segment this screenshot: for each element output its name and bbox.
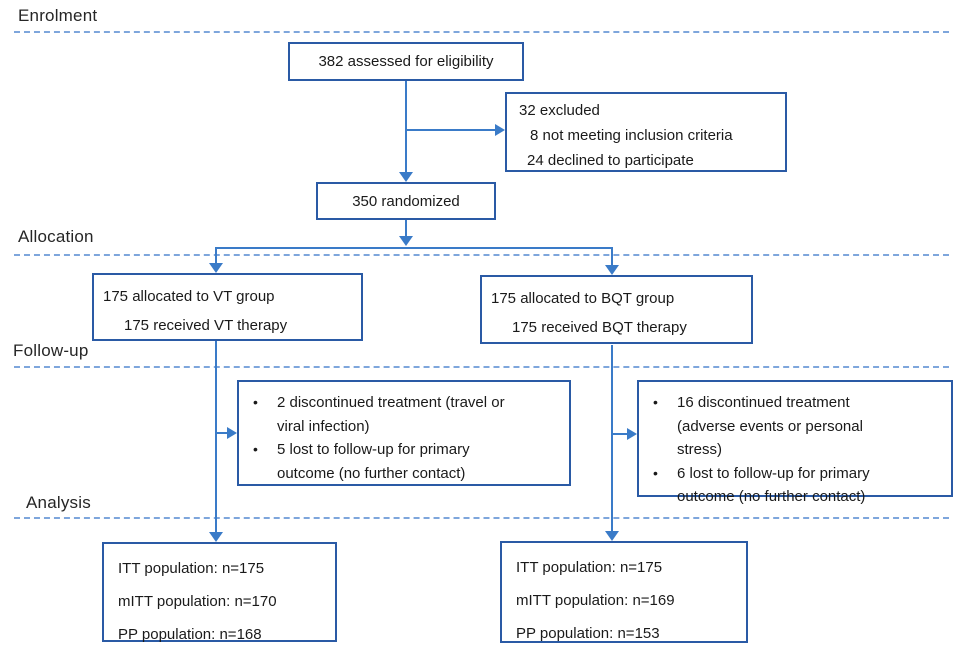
arrow-to-excluded	[406, 129, 495, 131]
excluded-line-1: 32 excluded	[519, 102, 600, 119]
bullet-icon: •	[253, 441, 258, 457]
bqt-allocation-box: 175 allocated to BQT group 175 received …	[480, 275, 753, 344]
bqt-discontinued-text: 16 discontinued treatment (adverse event…	[677, 394, 863, 458]
section-divider-allocation	[14, 254, 949, 256]
vt-followup-item-1: • 2 discontinued treatment (travel or vi…	[253, 391, 563, 438]
bqt-pp-text: PP population: n=153	[516, 625, 660, 642]
section-label-analysis: Analysis	[26, 493, 91, 512]
arrow-vt-to-analysis	[215, 341, 217, 532]
arrowhead-to-vt-analysis	[209, 532, 223, 542]
arrowhead-to-vt-allocation	[209, 263, 223, 273]
arrow-bqt-to-analysis	[611, 345, 613, 531]
bqt-allocated-text: 175 allocated to BQT group	[491, 290, 675, 307]
randomized-text: 350 randomized	[352, 192, 460, 210]
arrow-bqt-to-followup	[612, 433, 628, 435]
bqt-followup-item-1: • 16 discontinued treatment (adverse eve…	[653, 391, 945, 462]
section-divider-followup	[14, 366, 949, 368]
bqt-analysis-box: ITT population: n=175 mITT population: n…	[500, 541, 748, 643]
excluded-line-2: 8 not meeting inclusion criteria	[530, 127, 733, 144]
eligibility-box: 382 assessed for eligibility	[288, 42, 524, 81]
arrowhead-to-vt-followup	[227, 427, 237, 439]
bqt-followup-box: • 16 discontinued treatment (adverse eve…	[637, 380, 953, 505]
bqt-mitt-text: mITT population: n=169	[516, 592, 675, 609]
eligibility-text: 382 assessed for eligibility	[318, 53, 494, 70]
vt-allocated-text: 175 allocated to VT group	[103, 288, 275, 305]
vt-analysis-box: ITT population: n=175 mITT population: n…	[102, 542, 337, 643]
arrowhead-to-randomized	[399, 172, 413, 182]
section-label-allocation: Allocation	[18, 227, 94, 246]
arrowhead-to-bqt-followup	[627, 428, 637, 440]
vt-pp-text: PP population: n=168	[118, 626, 262, 643]
vt-received-text: 175 received VT therapy	[124, 317, 288, 334]
vt-itt-text: ITT population: n=175	[118, 560, 265, 577]
arrowhead-to-bqt-analysis	[605, 531, 619, 541]
arrow-branch-to-vt	[215, 247, 217, 264]
vt-allocation-box: 175 allocated to VT group 175 received V…	[92, 273, 363, 341]
bqt-received-text: 175 received BQT therapy	[512, 319, 687, 336]
arrow-vt-to-followup	[216, 432, 228, 434]
arrowhead-to-branch	[399, 236, 413, 246]
bqt-lost-text: 6 lost to follow-up for primary outcome …	[677, 464, 870, 506]
vt-mitt-text: mITT population: n=170	[118, 593, 277, 610]
randomized-box: 350 randomized	[316, 182, 496, 220]
vt-discontinued-text: 2 discontinued treatment (travel or vira…	[277, 394, 505, 435]
excluded-box: 32 excluded 8 not meeting inclusion crit…	[505, 92, 787, 172]
section-label-enrolment: Enrolment	[18, 6, 98, 25]
bqt-itt-text: ITT population: n=175	[516, 559, 663, 576]
vt-followup-item-2: • 5 lost to follow-up for primary outcom…	[253, 438, 563, 485]
arrowhead-to-excluded	[495, 124, 505, 136]
arrow-eligibility-to-randomized	[405, 81, 407, 173]
section-divider-enrolment	[14, 31, 949, 33]
arrow-randomized-to-branch	[405, 220, 407, 237]
arrowhead-to-bqt-allocation	[605, 265, 619, 275]
bullet-icon: •	[653, 394, 658, 410]
vt-followup-box: • 2 discontinued treatment (travel or vi…	[237, 380, 571, 486]
section-divider-analysis	[14, 517, 949, 519]
arrow-branch-to-bqt	[611, 247, 613, 266]
bqt-followup-item-2: • 6 lost to follow-up for primary outcom…	[653, 462, 945, 509]
bullet-icon: •	[253, 394, 258, 410]
excluded-line-3: 24 declined to participate	[527, 152, 694, 169]
vt-lost-text: 5 lost to follow-up for primary outcome …	[277, 441, 470, 482]
allocation-branch-line	[215, 247, 613, 249]
bullet-icon: •	[653, 464, 658, 481]
section-label-followup: Follow-up	[13, 341, 89, 360]
